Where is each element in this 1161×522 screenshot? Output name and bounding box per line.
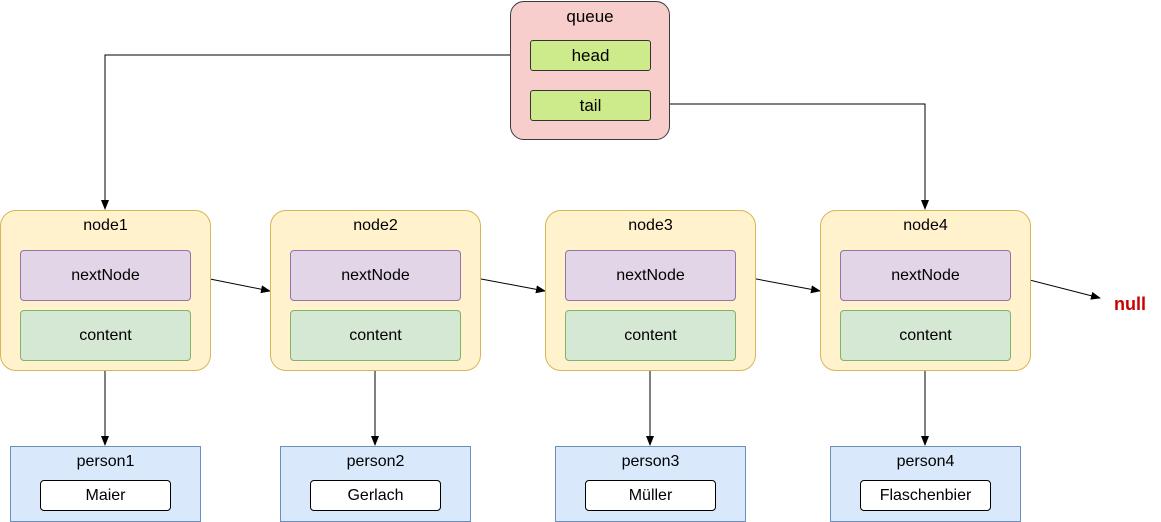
person-title: person2 xyxy=(346,453,405,470)
null-label: null xyxy=(1114,293,1146,314)
person-name-field: Maier xyxy=(40,480,171,511)
node-title: node4 xyxy=(903,217,948,234)
queue-title: queue xyxy=(566,7,614,26)
node-box-3: node3 nextNode content xyxy=(545,210,756,371)
content-field: content xyxy=(840,310,1011,361)
queue-tail-field: tail xyxy=(530,90,651,121)
tail-to-node4-arrow xyxy=(650,103,929,210)
person-box-3: person3 Müller xyxy=(555,446,746,522)
queue-head-field: head xyxy=(530,40,651,71)
person-name-field: Flaschenbier xyxy=(860,480,991,511)
content-field: content xyxy=(290,310,461,361)
node-box-1: node1 nextNode content xyxy=(0,210,211,371)
person-title: person4 xyxy=(896,453,955,470)
head-to-node1-arrow xyxy=(101,54,530,210)
person-box-2: person2 Gerlach xyxy=(280,446,471,522)
node-title: node1 xyxy=(83,217,128,234)
content-field: content xyxy=(565,310,736,361)
queue-box: queue head tail xyxy=(510,1,670,140)
node-title: node2 xyxy=(353,217,398,234)
next-node-field: nextNode xyxy=(840,250,1011,301)
person-box-4: person4 Flaschenbier xyxy=(830,446,1021,522)
person-name-field: Gerlach xyxy=(310,480,441,511)
person-title: person1 xyxy=(76,453,135,470)
node-box-2: node2 nextNode content xyxy=(270,210,481,371)
node-box-4: node4 nextNode content xyxy=(820,210,1031,371)
person-title: person3 xyxy=(621,453,680,470)
content-field: content xyxy=(20,310,191,361)
next-node-field: nextNode xyxy=(290,250,461,301)
next-node-field: nextNode xyxy=(20,250,191,301)
person-name-field: Müller xyxy=(585,480,716,511)
node-title: node3 xyxy=(628,217,673,234)
person-box-1: person1 Maier xyxy=(10,446,201,522)
next-node-field: nextNode xyxy=(565,250,736,301)
